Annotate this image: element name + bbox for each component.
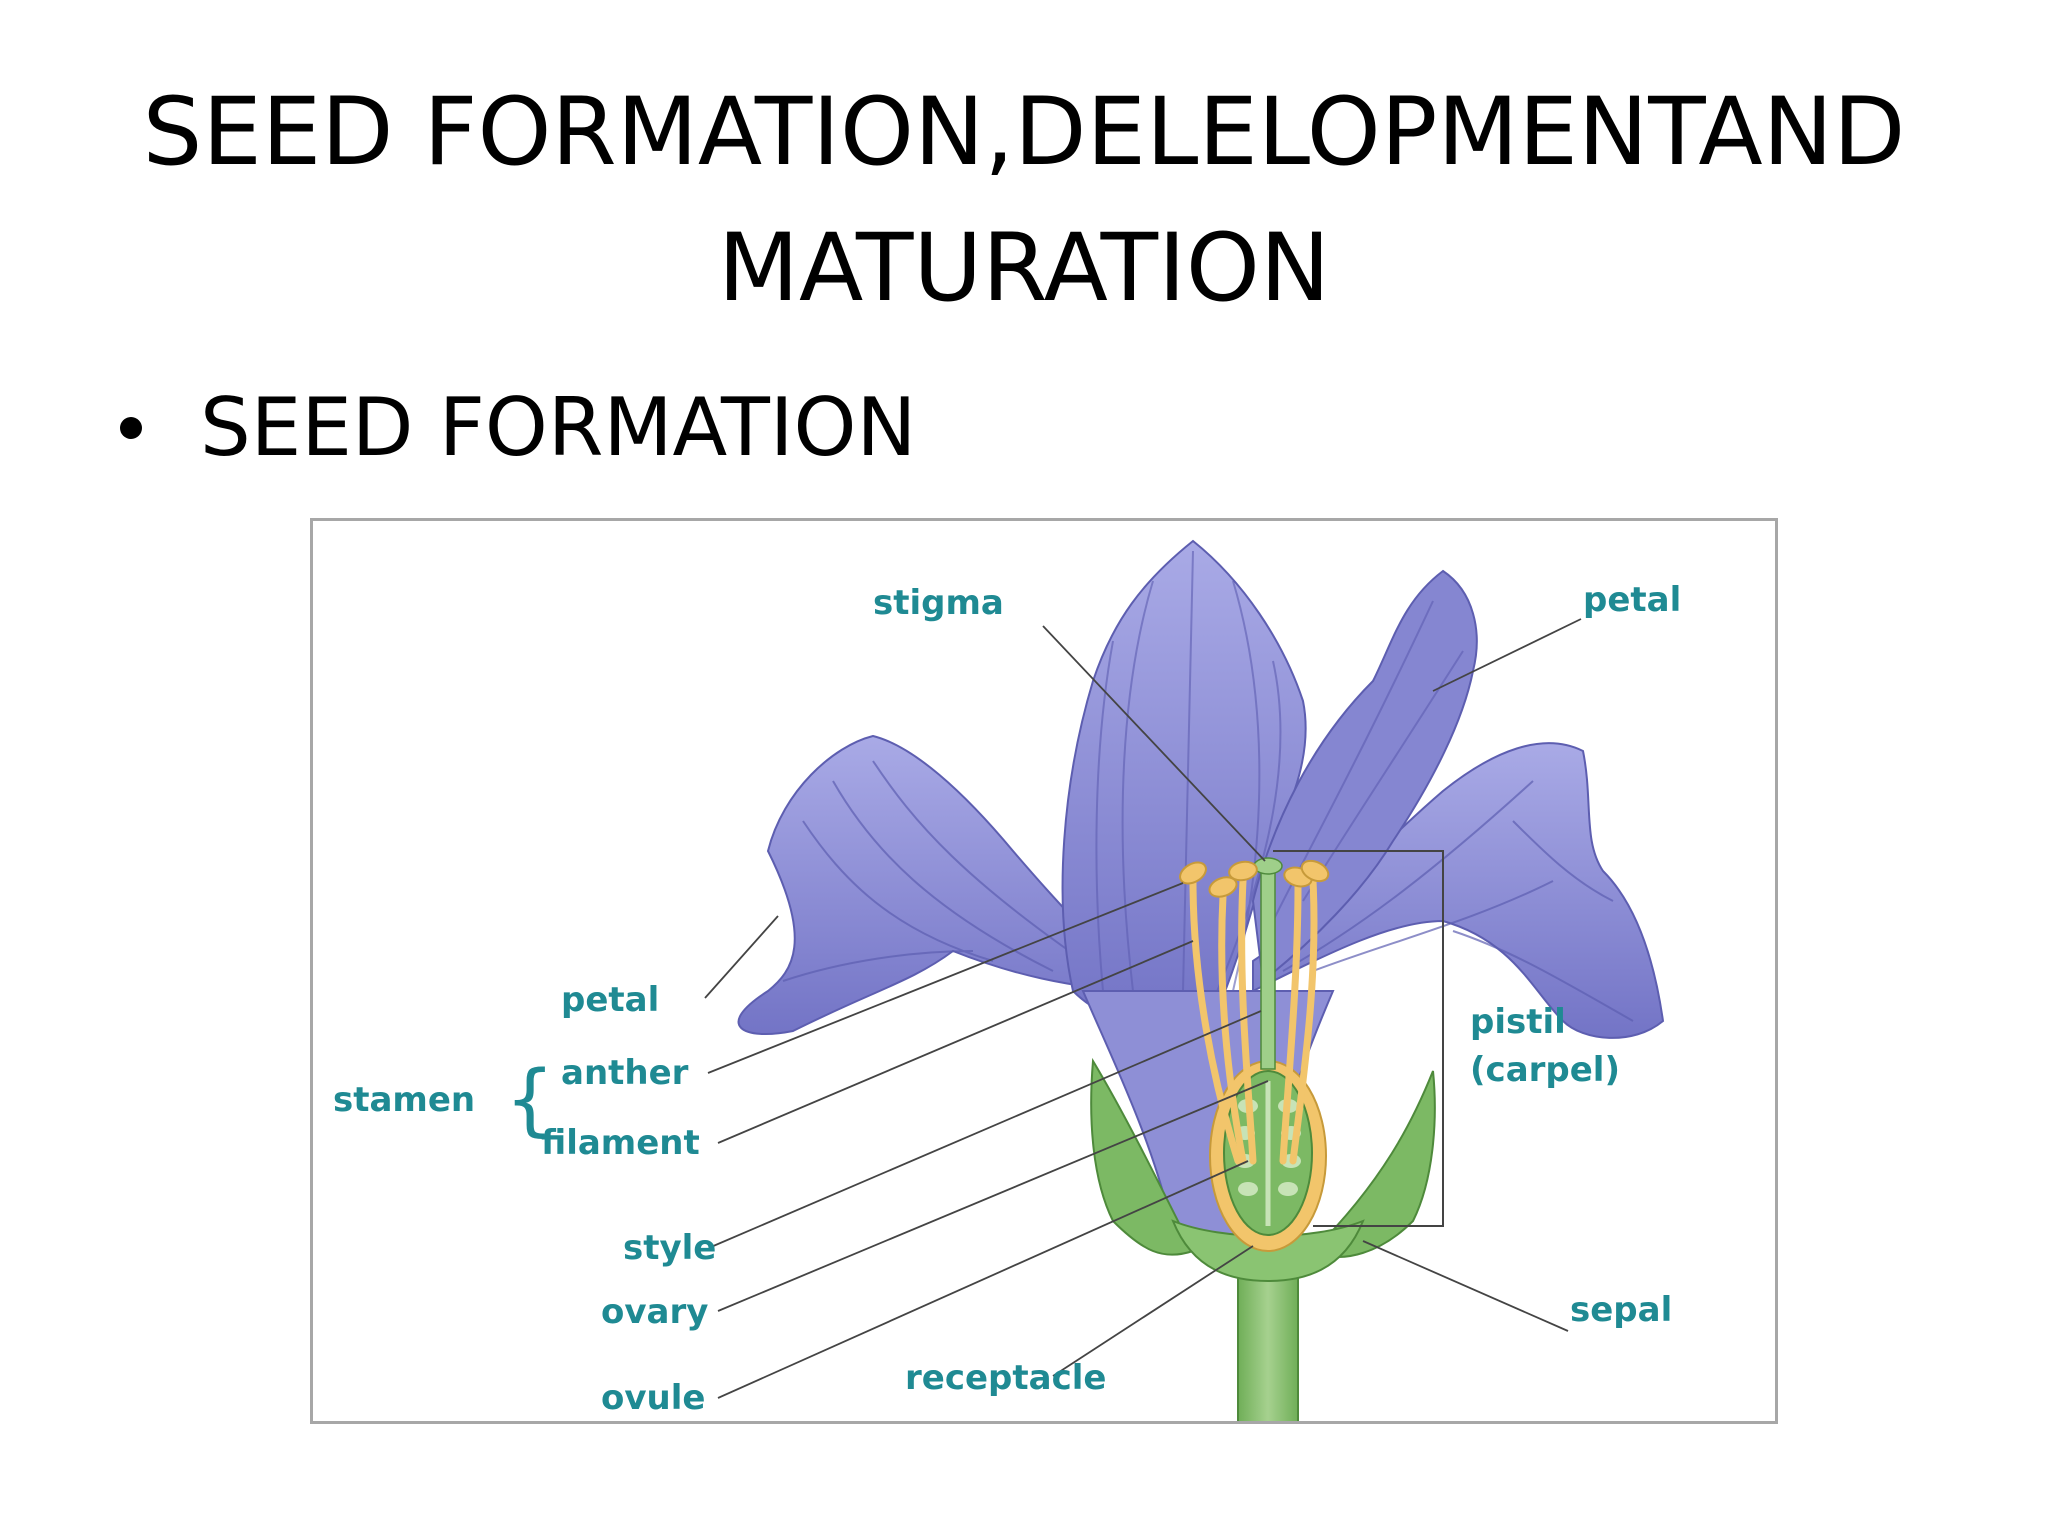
sepal-right-shape	[1311, 1070, 1436, 1258]
bullet-dot-icon	[120, 417, 142, 439]
label-stigma: stigma	[873, 583, 1004, 623]
label-anther: anther	[561, 1053, 689, 1093]
label-ovule: ovule	[601, 1378, 705, 1418]
label-receptacle: receptacle	[905, 1358, 1106, 1398]
slide-title: SEED FORMATION,DELELOPMENTAND MATURATION	[0, 65, 2048, 337]
style-shape	[1260, 868, 1276, 1070]
pistil-bracket	[1273, 850, 1444, 1227]
flower-diagram-svg: stigma petal petal stamen { anther filam…	[333, 539, 1681, 1421]
label-stamen: stamen	[333, 1080, 475, 1120]
label-ovary: ovary	[601, 1292, 708, 1332]
bullet-item: SEED FORMATION	[120, 378, 916, 478]
filament-shapes	[1189, 877, 1318, 1165]
label-sepal: sepal	[1570, 1290, 1672, 1330]
slide-title-line-1: SEED FORMATION,DELELOPMENTAND	[142, 78, 1906, 187]
label-petal-top: petal	[1583, 580, 1681, 620]
left-petal-shape	[737, 734, 1157, 1035]
sepal-left-shape	[1090, 1057, 1195, 1256]
bullet-text: SEED FORMATION	[200, 381, 917, 474]
anther-shapes	[1179, 859, 1330, 898]
label-filament: filament	[541, 1123, 700, 1163]
label-pistil-line1: pistil	[1470, 1002, 1566, 1042]
leader-lines	[704, 618, 1582, 1399]
label-petal-left: petal	[561, 980, 659, 1020]
slide-title-line-2: MATURATION	[717, 214, 1331, 323]
label-style: style	[623, 1228, 716, 1268]
stem-shape	[1237, 1260, 1299, 1421]
flower-diagram: stigma petal petal stamen { anther filam…	[310, 518, 1778, 1424]
label-pistil-line2: (carpel)	[1470, 1050, 1620, 1090]
stigma-shape	[1253, 857, 1283, 875]
stamen-brace-icon: {	[505, 1055, 555, 1145]
